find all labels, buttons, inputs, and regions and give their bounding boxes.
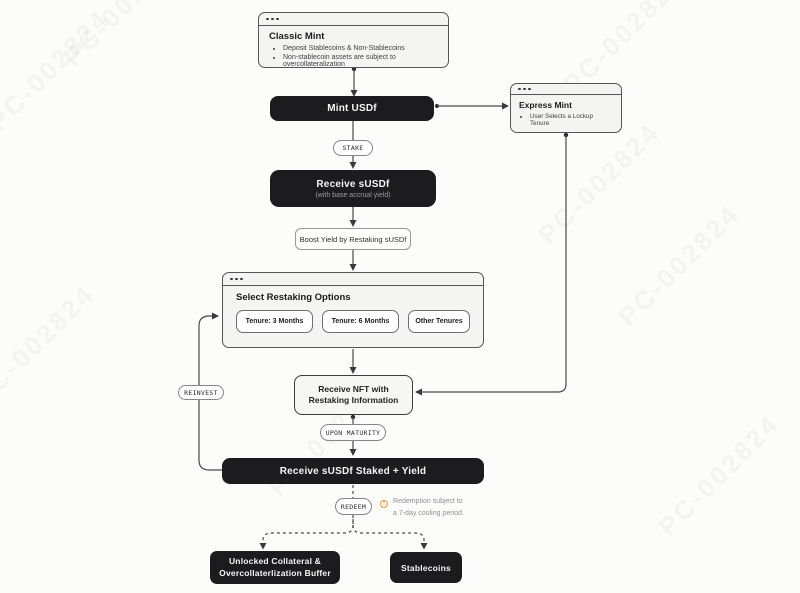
connector-dot (435, 104, 439, 108)
unlocked-collateral-line2: Overcollaterlization Buffer (219, 567, 331, 578)
classic-mint-bullet: Deposit Stablecoins & Non-Stablecoins (283, 45, 438, 52)
window-header (511, 84, 621, 95)
mint-usdf-label: Mint USDf (327, 103, 377, 114)
stake-pill-label: STAKE (342, 144, 364, 152)
redeem-note-line2: a 7-day cooling period. (393, 509, 464, 517)
upon-maturity-pill: UPON MATURITY (320, 424, 386, 441)
arrowhead (349, 367, 357, 374)
arrowhead (502, 102, 509, 110)
watermark-text: PC-002824 (612, 198, 746, 332)
other-tenures-option: Other Tenures (408, 310, 470, 333)
receive-nft-line2: Restaking Information (308, 395, 399, 405)
tenure-6-months-label: Tenure: 6 Months (331, 318, 390, 325)
window-header (223, 273, 483, 286)
connector-redeem-to-stablecoins (352, 524, 425, 544)
classic-mint-window: Classic Mint Deposit Stablecoins & Non-S… (258, 12, 449, 68)
express-mint-title: Express Mint (519, 100, 572, 110)
unlocked-collateral-line1: Unlocked Collateral & (228, 556, 322, 567)
tenure-6-months-option: Tenure: 6 Months (322, 310, 399, 333)
express-mint-bullet: User Selects a Lockup Tenure (530, 113, 613, 127)
connector-dot (350, 414, 356, 420)
window-dots-icon (266, 17, 279, 21)
select-restaking-window: Select Restaking Options Tenure: 3 Month… (222, 272, 484, 348)
express-mint-window: Express Mint User Selects a Lockup Tenur… (510, 83, 622, 133)
redeem-pill: REDEEM (335, 498, 372, 515)
classic-mint-title: Classic Mint (269, 31, 325, 42)
redeem-note-line1: Redemption subject to (393, 498, 463, 505)
reinvest-pill: REINVEST (178, 385, 224, 400)
window-dots-icon (518, 87, 531, 91)
watermark-text: PC-002824 (652, 408, 786, 542)
connector-dot (563, 132, 569, 138)
receive-susdf-subtitle: (with base accrual yield) (315, 191, 391, 199)
stake-pill: STAKE (333, 140, 373, 156)
reinvest-pill-label: REINVEST (184, 388, 218, 397)
window-dots-icon (230, 277, 243, 281)
boost-yield-box: Boost Yield by Restaking sUSDf (295, 228, 411, 250)
arrowhead (212, 312, 219, 320)
receive-susdf-title: Receive sUSDf (316, 178, 390, 190)
stablecoins-box: Stablecoins (390, 552, 462, 583)
boost-yield-label: Boost Yield by Restaking sUSDf (299, 234, 407, 244)
redeem-pill-label: REDEEM (340, 502, 367, 511)
mint-usdf-box: Mint USDf (270, 96, 434, 121)
tenure-3-months-label: Tenure: 3 Months (245, 318, 304, 325)
info-icon-glyph: ! (383, 501, 385, 507)
connector-express-to-nft (421, 135, 567, 393)
arrowhead (259, 543, 267, 550)
watermark-text: PC-002824 (57, 0, 191, 72)
arrowhead (420, 543, 428, 550)
receive-nft-line1: Receive NFT with (318, 383, 389, 394)
watermark-text: PC-002824 (0, 278, 101, 412)
window-header (259, 13, 448, 26)
info-icon: ! (380, 500, 388, 508)
classic-mint-bullet: Non-stablecoin assets are subject to ove… (283, 54, 438, 68)
arrowhead (349, 264, 357, 271)
redeem-note: Redemption subject to a 7-day cooling pe… (393, 496, 473, 519)
arrowhead (415, 388, 422, 396)
unlocked-collateral-box: Unlocked Collateral & Overcollaterlizati… (210, 551, 340, 584)
staked-yield-label: Receive sUSDf Staked + Yield (279, 465, 427, 477)
receive-susdf-box: Receive sUSDf (with base accrual yield) (270, 170, 436, 207)
receive-nft-box: Receive NFT with Restaking Information (294, 375, 413, 415)
arrowhead (349, 220, 357, 227)
stablecoins-label: Stablecoins (401, 562, 451, 573)
watermark-text: PC-002824 (532, 116, 666, 250)
arrowhead (349, 449, 357, 456)
select-restaking-title: Select Restaking Options (236, 292, 351, 303)
watermark-text: PC-002824 (0, 3, 116, 137)
staked-yield-box: Receive sUSDf Staked + Yield (222, 458, 484, 484)
upon-maturity-pill-label: UPON MATURITY (325, 428, 381, 437)
connector-redeem-to-unlocked (262, 519, 354, 544)
other-tenures-label: Other Tenures (415, 318, 463, 325)
arrowhead (349, 162, 357, 169)
tenure-3-months-option: Tenure: 3 Months (236, 310, 313, 333)
